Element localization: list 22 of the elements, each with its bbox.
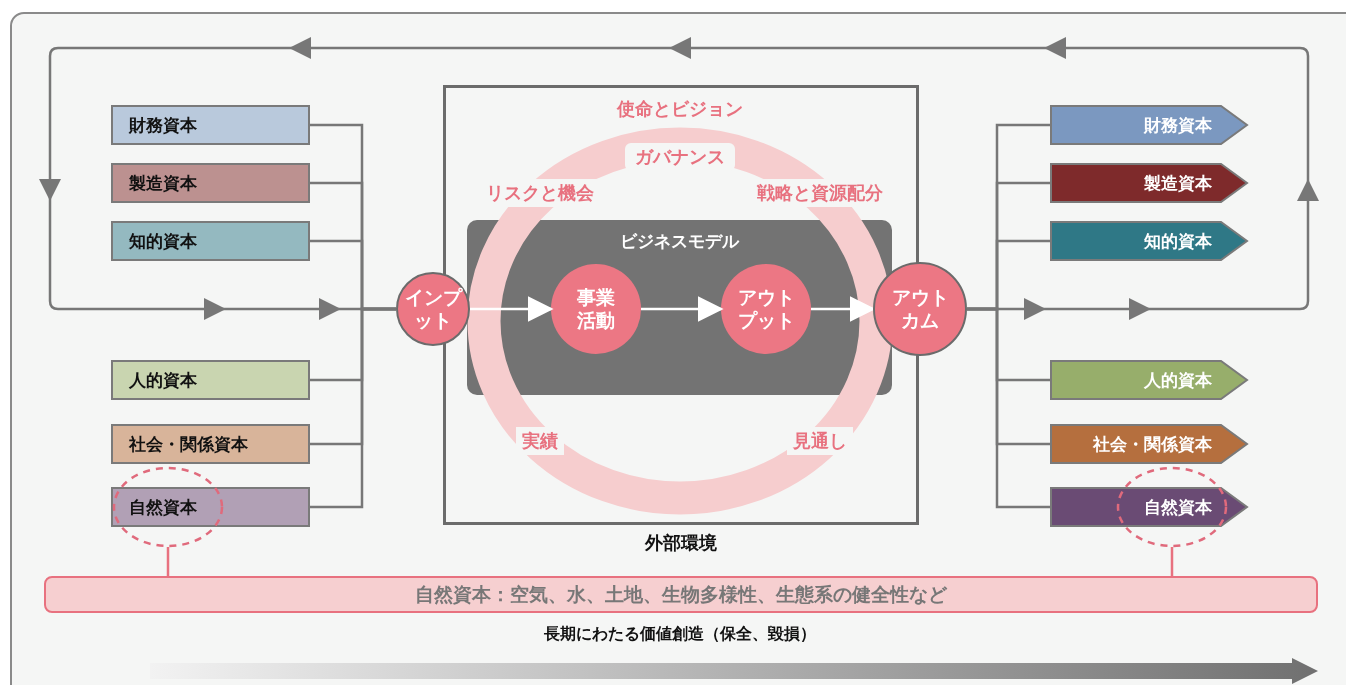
stage-circle: アウトプット: [721, 264, 811, 354]
capital-arrow-box: 財務資本: [1050, 105, 1248, 145]
capital-arrow-box: 自然資本: [1050, 487, 1248, 527]
ring-label: 実績: [516, 427, 564, 455]
capital-box: 人的資本: [111, 360, 310, 400]
capital-arrow-box: 知的資本: [1050, 221, 1248, 261]
note-bar: 自然資本：空気、水、土地、生物多様性、生態系の健全性など: [44, 576, 1318, 613]
feedback-arrow: [39, 37, 1319, 320]
ring-label: ガバナンス: [625, 143, 735, 171]
capital-box: 社会・関係資本: [111, 424, 310, 464]
capital-arrow-box: 製造資本: [1050, 163, 1248, 203]
capital-box: 知的資本: [111, 221, 310, 261]
environment-label: 外部環境: [644, 531, 718, 555]
capital-arrow-box: 社会・関係資本: [1050, 424, 1248, 464]
capital-box: 財務資本: [111, 105, 310, 145]
capital-arrow-box: 人的資本: [1050, 360, 1248, 400]
capital-box: 製造資本: [111, 163, 310, 203]
capital-box: 自然資本: [111, 487, 310, 527]
caption-text: 長期にわたる価値創造（保全、毀損）: [543, 624, 817, 645]
stage-circle: 事業活動: [551, 264, 641, 354]
panel-title: ビジネスモデル: [619, 230, 741, 253]
ring-label: 見通し: [787, 427, 853, 455]
